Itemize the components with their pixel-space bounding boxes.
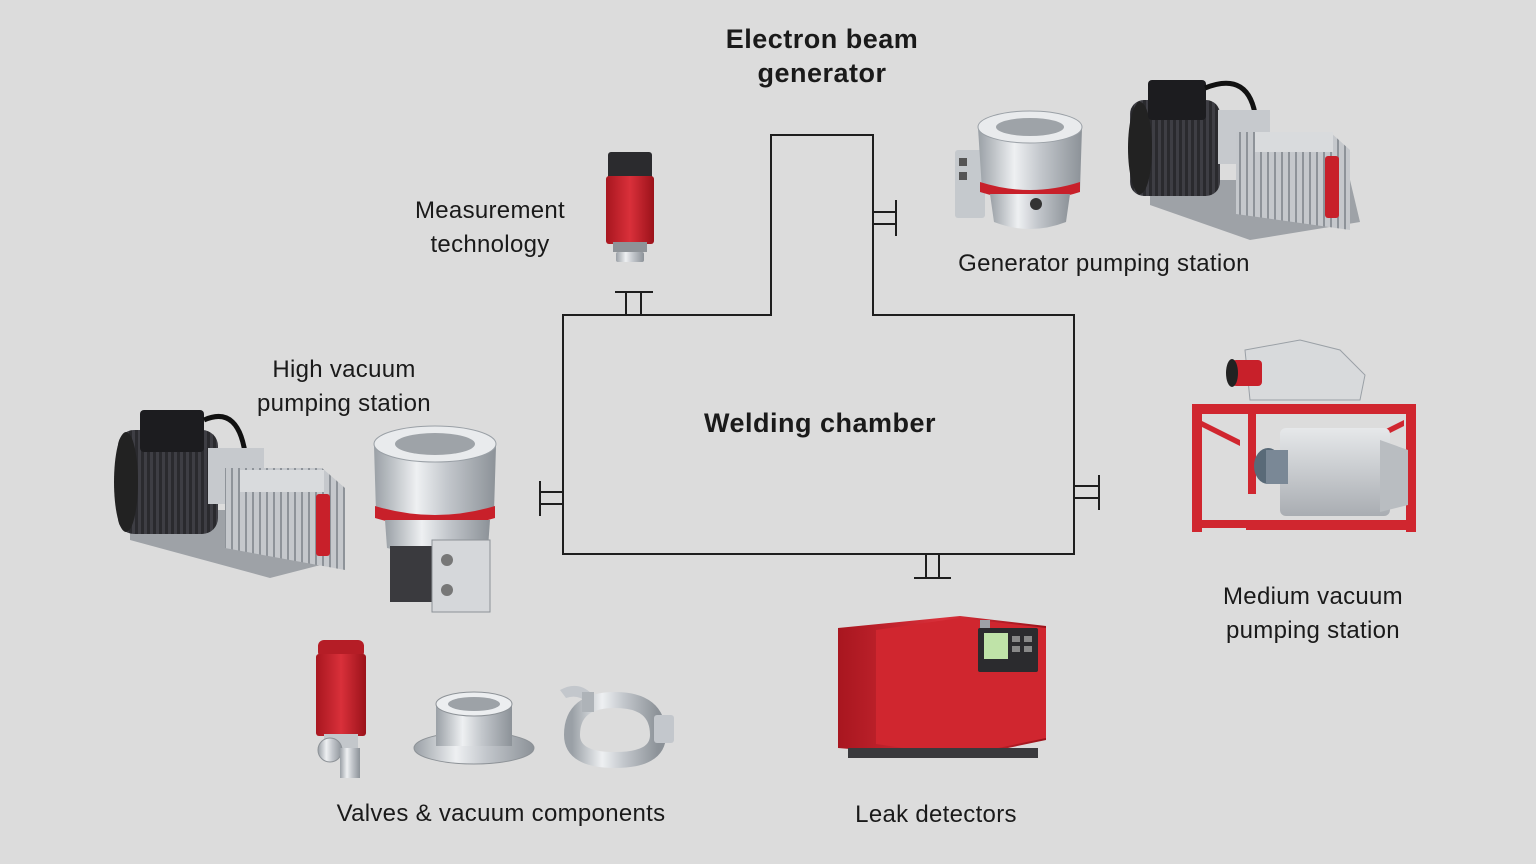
medium-vacuum-label: Medium vacuum pumping station [1200,580,1426,648]
medium-vacuum-label-line-2: pumping station [1226,617,1400,644]
measurement-label-line-2: technology [430,231,550,258]
chamber-outline [562,134,1075,555]
high-vacuum-pumping-station-image [114,410,497,613]
flange-medium-vacuum [1074,475,1100,510]
valves-components-image [316,640,674,778]
leak-detectors-label: Leak detectors [830,798,1042,832]
flange-leak-detector [914,554,951,579]
high-vacuum-label-line-2: pumping station [257,390,431,417]
flange-measurement [615,291,653,315]
flange-high-vacuum [539,481,563,516]
valves-label: Valves & vacuum components [316,797,686,831]
flange-generator [873,200,897,236]
welding-chamber-label: Welding chamber [660,406,980,440]
generator-pumping-label: Generator pumping station [944,247,1264,281]
measurement-label-line-1: Measurement [414,197,566,224]
medium-vacuum-label-line-1: Medium vacuum [1223,583,1403,610]
welding-chamber-text: Welding chamber [703,408,937,438]
leak-detectors-text: Leak detectors [855,801,1017,828]
high-vacuum-label-line-1: High vacuum [272,356,416,383]
leak-detector-image [838,616,1046,758]
measurement-gauge-image [606,152,654,262]
generator-label-line-2: generator [757,58,887,88]
generator-label-line-1: Electron beam [725,24,919,54]
measurement-label: Measurement technology [390,194,590,262]
valves-text: Valves & vacuum components [336,800,666,827]
generator-label: Electron beam generator [691,22,953,90]
high-vacuum-label: High vacuum pumping station [234,353,454,421]
chamber-schematic [539,134,1100,579]
generator-pumping-station-image [955,80,1360,240]
generator-pumping-text: Generator pumping station [958,250,1250,277]
medium-vacuum-pumping-station-image [1192,339,1416,532]
